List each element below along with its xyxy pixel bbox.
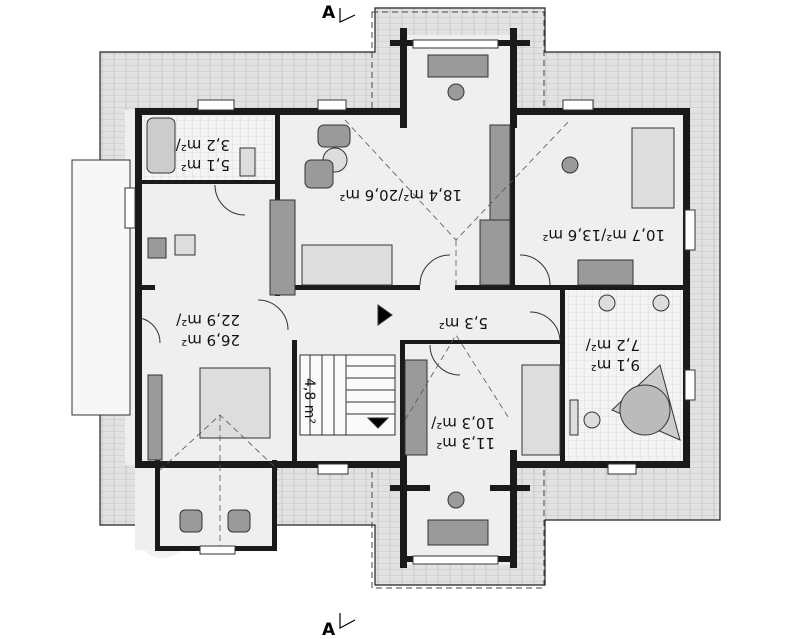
stairs <box>299 304 396 436</box>
section-marker-top: A <box>322 3 336 23</box>
area-room-bottom-2: 11,3 m² <box>436 434 495 452</box>
walls <box>135 28 690 568</box>
area-bath-small-1: 3,2 m²/ <box>175 136 230 154</box>
area-bath-right-2: 9,1 m² <box>591 356 640 374</box>
area-stairs: 4,8 m² <box>301 378 317 424</box>
area-room-top-right: 10,7 m²/13,6 m² <box>542 226 665 244</box>
area-bath-small-2: 5,1 m² <box>181 156 230 174</box>
windows <box>124 39 696 565</box>
balcony <box>71 159 131 416</box>
area-hall: 5,3 m² <box>439 314 488 332</box>
area-living-1: 22,9 m²/ <box>175 311 240 329</box>
area-room-top-center: 18,4 m²/20,6 m² <box>339 186 462 204</box>
area-room-bottom-1: 10,3 m²/ <box>430 414 495 432</box>
area-living-2: 26,9 m² <box>181 331 240 349</box>
room-labels: 3,2 m²/ 5,1 m² 18,4 m²/20,6 m² 10,7 m²/1… <box>175 136 665 452</box>
furniture <box>146 54 681 546</box>
area-bath-right-1: 7,2 m²/ <box>585 336 640 354</box>
section-marker-bottom: A <box>322 620 336 639</box>
